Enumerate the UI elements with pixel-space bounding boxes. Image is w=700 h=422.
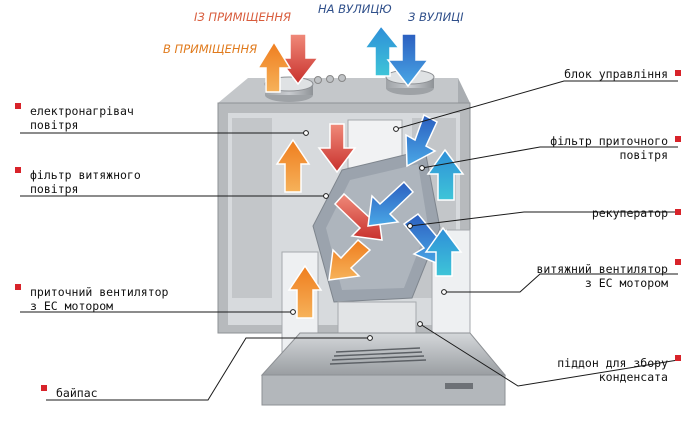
vent-grille bbox=[329, 347, 427, 365]
label-exhaust-filter-line-2: повітря bbox=[30, 182, 79, 196]
label-condensate-tray-line-2: конденсата bbox=[598, 370, 668, 384]
leader-dots bbox=[290, 126, 447, 341]
marker-supply-filter bbox=[675, 136, 681, 142]
marker-condensate-tray bbox=[675, 355, 681, 361]
marker-exhaust-filter bbox=[15, 167, 21, 173]
label-supply-filter-line-1: фільтр приточного bbox=[550, 134, 668, 148]
label-recuperator: рекуператор bbox=[592, 206, 668, 220]
label-bypass: байпас bbox=[56, 386, 98, 400]
label-condensate-tray: піддон для збору конденсата bbox=[557, 356, 668, 384]
marker-control-unit bbox=[675, 70, 681, 76]
marker-heater bbox=[15, 103, 21, 109]
label-heater: електронагрівач повітря bbox=[30, 104, 134, 132]
label-exhaust-fan-line-2: з ЕС мотором bbox=[584, 276, 668, 290]
leader-lines bbox=[20, 80, 679, 401]
from-outside-caption: З ВУЛИЦІ bbox=[408, 10, 464, 24]
label-heater-line-2: повітря bbox=[30, 118, 79, 132]
label-condensate-tray-line-1: піддон для збору bbox=[557, 356, 668, 370]
label-exhaust-filter-line-1: фільтр витяжного bbox=[30, 168, 141, 182]
label-control-unit: блок управління bbox=[564, 67, 668, 81]
label-supply-filter: фільтр приточного повітря bbox=[550, 134, 668, 162]
label-exhaust-fan-line-1: витяжний вентилятор bbox=[536, 262, 668, 276]
label-bypass-line-1: байпас bbox=[56, 386, 98, 400]
from-room-caption: ІЗ ПРИМІЩЕННЯ bbox=[194, 10, 292, 24]
label-exhaust-filter: фільтр витяжного повітря bbox=[30, 168, 141, 196]
exhaust-air-arrows bbox=[276, 33, 383, 241]
marker-bypass bbox=[41, 385, 47, 391]
marker-recuperator bbox=[675, 209, 681, 215]
label-supply-fan: приточний вентилятор з ЕС мотором bbox=[30, 285, 168, 313]
marker-supply-fan bbox=[15, 284, 21, 290]
to-outside-caption: НА ВУЛИЦЮ bbox=[318, 2, 392, 16]
unit-housing bbox=[217, 78, 507, 406]
label-exhaust-fan: витяжний вентилятор з ЕС мотором bbox=[536, 262, 668, 290]
label-supply-filter-line-2: повітря bbox=[619, 148, 668, 162]
to-room-caption: В ПРИМІЩЕННЯ bbox=[163, 42, 258, 56]
label-supply-fan-line-1: приточний вентилятор bbox=[30, 285, 169, 299]
label-recuperator-line-1: рекуператор bbox=[591, 206, 668, 220]
marker-exhaust-fan bbox=[675, 259, 681, 265]
label-heater-line-1: електронагрівач bbox=[30, 104, 134, 118]
supply-air-arrows bbox=[256, 40, 465, 319]
label-control-unit-line-1: блок управління bbox=[564, 67, 668, 81]
label-supply-fan-line-2: з ЕС мотором bbox=[30, 299, 114, 313]
